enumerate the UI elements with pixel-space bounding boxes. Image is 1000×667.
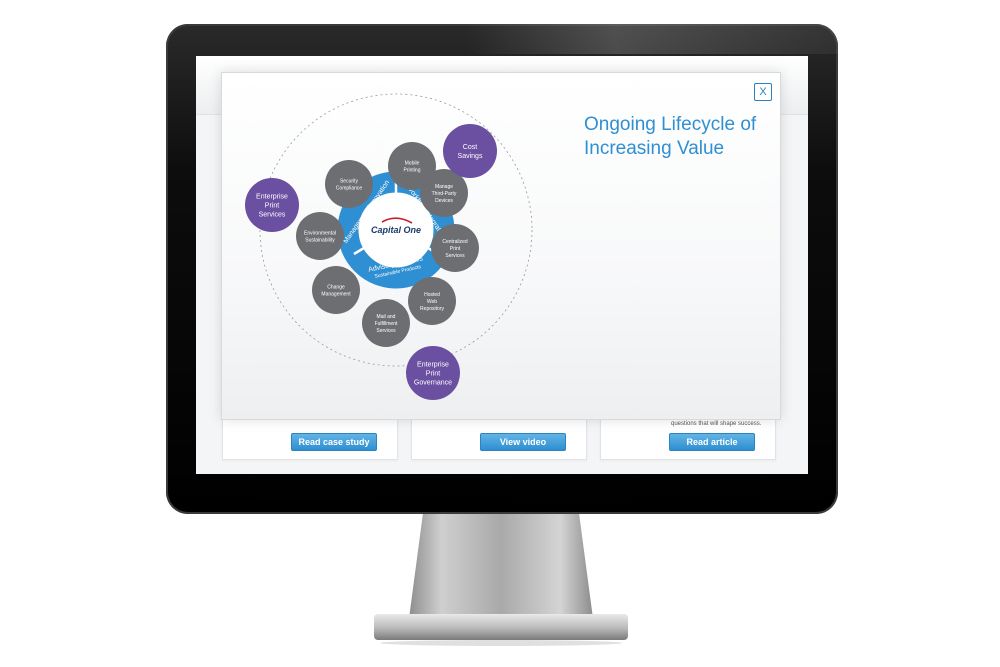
gray-node-7-circle — [296, 212, 344, 260]
purple-node-2-label: Enterprise — [256, 193, 288, 200]
purple-node-1-label: Cost — [463, 144, 477, 151]
gray-node-8-label: Compliance — [336, 185, 363, 191]
gray-node-4-circle — [408, 277, 456, 325]
gray-node-5-label: Fulfillment — [375, 321, 398, 327]
modal-title-line2: Increasing Value — [584, 138, 725, 159]
gray-node-8-label: Security — [340, 178, 359, 184]
gray-node-7-label: Sustainability — [305, 237, 335, 243]
gray-node-2-label: Third-Party — [432, 191, 457, 197]
monitor-stand-base — [374, 614, 628, 640]
card-article-text: questions that will shape success. — [671, 421, 762, 427]
gray-node-7-label: Environmental — [304, 230, 336, 236]
screen: Read case study View video questions tha… — [196, 56, 808, 474]
gray-node-3-label: Centralized — [442, 239, 468, 245]
gray-node-4-label: Repository — [420, 306, 444, 312]
purple-node-2-circle — [245, 178, 299, 232]
logo-swoosh — [381, 217, 413, 224]
monitor-stand — [408, 514, 594, 626]
bezel-gloss — [466, 24, 838, 54]
gray-node-5-label: Services — [376, 328, 396, 334]
read-case-study-button[interactable]: Read case study — [291, 433, 377, 451]
lifecycle-modal: X Ongoing Lifecycle of Increasing Value … — [221, 72, 781, 420]
gray-node-3-label: Print — [450, 246, 461, 252]
purple-node-3-label: Governance — [414, 379, 452, 386]
view-video-button[interactable]: View video — [480, 433, 566, 451]
ring-center — [359, 193, 433, 267]
purple-node-3-label: Enterprise — [417, 361, 449, 368]
gray-node-5-label: Mail and — [377, 314, 396, 320]
stand-shadow — [380, 640, 622, 646]
gray-node-5-circle — [362, 299, 410, 347]
purple-node-group: CostSavingsEnterprisePrintServicesEnterp… — [245, 124, 497, 400]
modal-title: Ongoing Lifecycle of Increasing Value — [584, 113, 774, 161]
gray-node-6-label: Change — [327, 284, 345, 290]
gray-node-3-circle — [431, 224, 479, 272]
gray-node-1-label: Printing — [404, 167, 421, 173]
gray-node-4-label: Web — [427, 299, 437, 305]
purple-node-2-label: Print — [265, 202, 279, 209]
gray-node-1-circle — [388, 142, 436, 190]
gray-node-2-circle — [420, 169, 468, 217]
read-article-button[interactable]: Read article — [669, 433, 755, 451]
gray-node-2-label: Devices — [435, 198, 453, 204]
outer-dashed-ring — [259, 93, 533, 367]
modal-title-line1: Ongoing Lifecycle of — [584, 114, 757, 135]
gray-node-6-label: Management — [321, 291, 351, 297]
purple-node-2-label: Services — [259, 211, 286, 218]
purple-node-1-circle — [443, 124, 497, 178]
gray-node-8-circle — [325, 160, 373, 208]
purple-node-1-label: Savings — [458, 153, 483, 160]
gray-node-3-label: Services — [445, 253, 465, 259]
gray-node-group: MobilePrintingManageThird-PartyDevicesCe… — [296, 142, 479, 347]
gray-node-6-circle — [312, 266, 360, 314]
gray-node-1-label: Mobile — [405, 160, 420, 166]
purple-node-3-circle — [406, 346, 460, 400]
lifecycle-diagram: Management Innovation Sustainable Pages … — [245, 93, 533, 400]
gray-node-4-label: Hosted — [424, 292, 440, 298]
purple-node-3-label: Print — [426, 370, 440, 377]
gray-node-2-label: Manage — [435, 184, 453, 190]
close-button[interactable]: X — [754, 83, 772, 101]
capital-one-logo: Capital One — [371, 225, 421, 235]
